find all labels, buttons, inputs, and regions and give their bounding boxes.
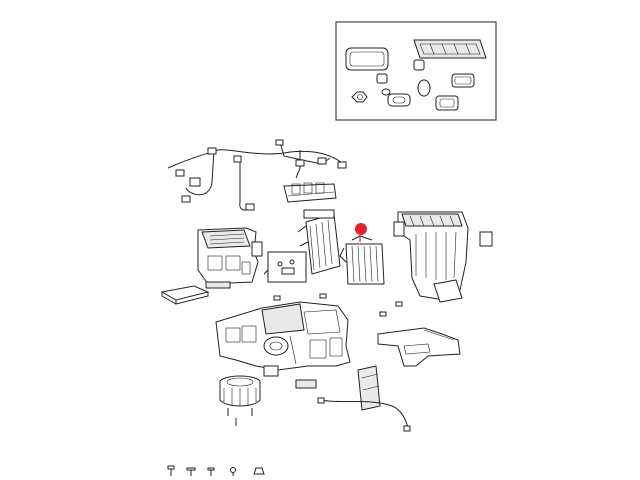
nut-icon [253, 467, 265, 475]
harness-connector [189, 177, 201, 187]
sensor-wire [319, 399, 409, 429]
seals-inset [335, 21, 497, 121]
resistor [295, 379, 317, 389]
plug-small [381, 88, 391, 96]
harness-connector [181, 195, 191, 203]
harness-connector [337, 161, 347, 169]
wiring-harness [167, 139, 347, 211]
harness-connector [295, 159, 305, 167]
evaporator-pipes [339, 247, 347, 263]
harness-connector [207, 147, 217, 155]
harness-connector [175, 169, 185, 177]
seal-small [376, 73, 388, 84]
grommet-hex [351, 91, 368, 103]
hvac-main-assembly [215, 301, 351, 389]
blower-motor [219, 375, 261, 426]
actuator-right [479, 231, 493, 247]
screw-icon [230, 467, 236, 476]
control-module [283, 182, 337, 203]
highlight-marker-icon [355, 223, 367, 235]
cabin-filter [160, 281, 231, 305]
screw-icon [207, 467, 215, 476]
screw-icon [186, 467, 196, 476]
harness-connector [275, 139, 284, 146]
fastener-row [167, 465, 265, 476]
hvac-housing-right [393, 211, 493, 303]
screw-icon [167, 465, 175, 476]
harness-connector [245, 203, 255, 211]
seal-large-left-inner [349, 51, 385, 67]
blower-housing-upper [197, 227, 263, 285]
filter-door [205, 281, 231, 289]
seal-oval [387, 93, 411, 107]
vertical-duct [317, 365, 411, 432]
detail-callout [263, 251, 307, 283]
plug-oval [417, 79, 431, 97]
inset-frame [335, 21, 497, 121]
heater-core [297, 209, 341, 275]
actuator [393, 221, 405, 237]
clip-small [413, 59, 425, 71]
actuator [251, 241, 263, 257]
floor-duct [377, 327, 461, 367]
filter-frame-top-inner [419, 43, 481, 55]
gasket-lower [435, 95, 459, 111]
filter-frame-top [413, 39, 487, 59]
seal-large-left [345, 47, 389, 71]
harness-connector [317, 157, 327, 165]
heater-core-tank [303, 209, 335, 219]
harness-connector [233, 155, 242, 163]
evaporator-core [339, 223, 385, 285]
loose-fasteners [273, 293, 403, 317]
